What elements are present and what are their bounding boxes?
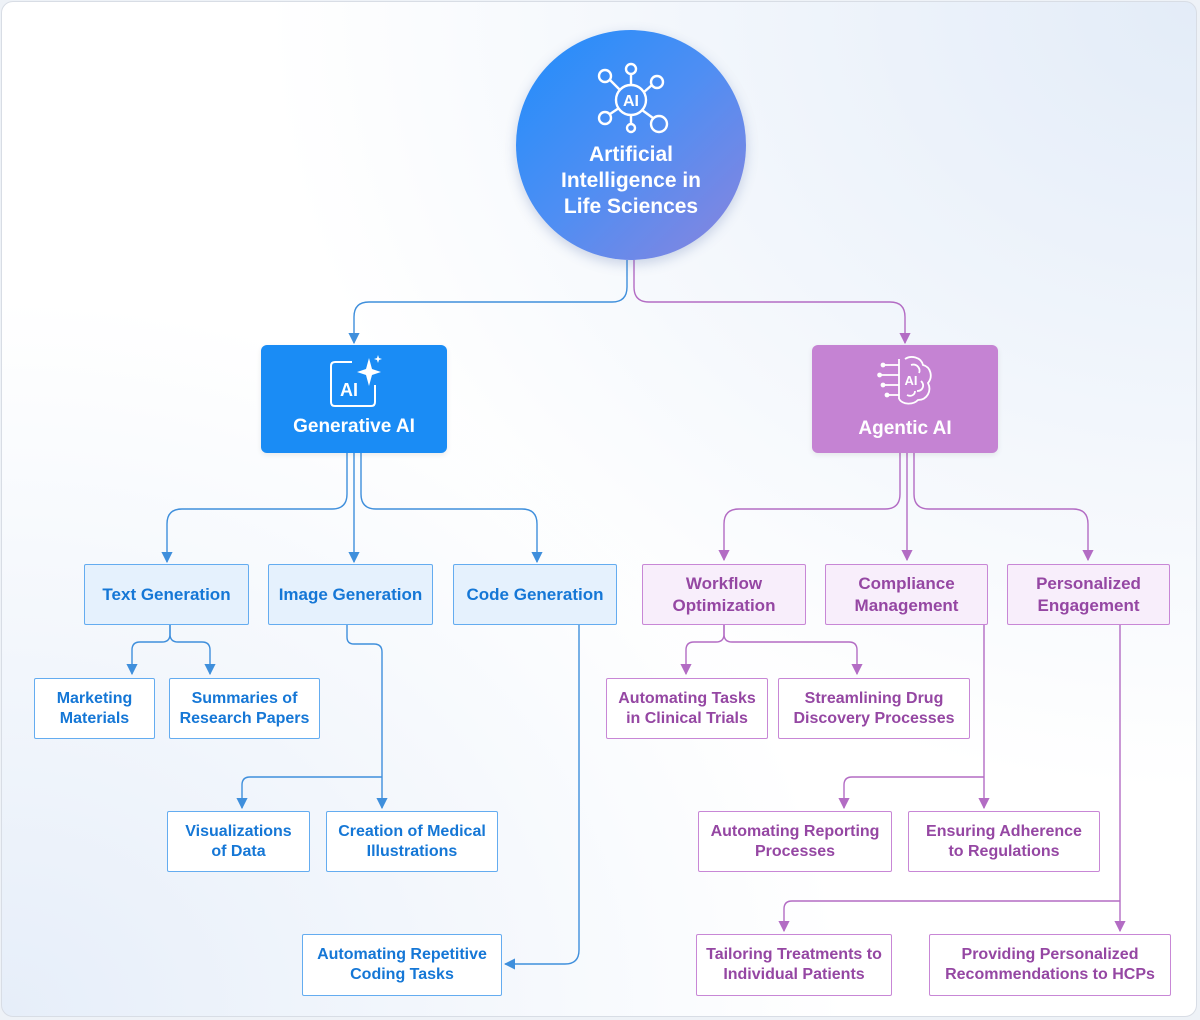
leaf-streamlining-drug-discovery[interactable]: Streamlining Drug Discovery Processes	[778, 678, 970, 739]
leaf-automating-reporting[interactable]: Automating Reporting Processes	[698, 811, 892, 872]
node-code-generation[interactable]: Code Generation	[453, 564, 617, 625]
ai-sparkle-icon: AI	[330, 355, 382, 407]
category-label: Generative AI	[293, 416, 415, 437]
node-workflow-optimization[interactable]: Workflow Optimization	[642, 564, 806, 625]
node-personalized-engagement[interactable]: Personalized Engagement	[1007, 564, 1170, 625]
root-node: AI Artificial Intelligence in Life Scien…	[516, 30, 746, 260]
link-compliance-reporting	[838, 776, 984, 810]
link-workflow-clinical	[680, 624, 725, 676]
node-compliance-management[interactable]: Compliance Management	[825, 564, 988, 625]
root-title: Artificial Intelligence in Life Sciences	[560, 143, 702, 218]
leaf-ensuring-adherence[interactable]: Ensuring Adherence to Regulations	[908, 811, 1100, 872]
leaf-automating-clinical-trials[interactable]: Automating Tasks in Clinical Trials	[606, 678, 768, 739]
root-icon-text: AI	[623, 93, 639, 110]
link-text-summaries	[169, 624, 216, 676]
leaf-personalized-recommendations[interactable]: Providing Personalized Recommendations t…	[929, 934, 1171, 996]
link-image-visual	[236, 776, 382, 810]
leaf-visualizations-of-data[interactable]: Visualizations of Data	[167, 811, 310, 872]
link-text-marketing	[126, 624, 171, 676]
agentic-icon-text: AI	[905, 373, 918, 388]
link-gen-code	[360, 453, 543, 564]
link-workflow-drug	[723, 624, 863, 676]
leaf-medical-illustrations[interactable]: Creation of Medical Illustrations	[326, 811, 498, 872]
node-text-generation[interactable]: Text Generation	[84, 564, 249, 625]
generative-icon-text: AI	[340, 380, 358, 400]
link-root-generative	[348, 260, 628, 345]
ai-brain-icon: AI	[877, 356, 932, 405]
ai-network-icon: AI	[597, 62, 669, 134]
leaf-marketing-materials[interactable]: Marketing Materials	[34, 678, 155, 739]
link-personal-tailor	[778, 900, 1120, 933]
link-agt-workflow	[718, 453, 901, 562]
link-gen-text	[161, 453, 348, 564]
link-image-medical	[346, 624, 388, 810]
category-agentic-ai[interactable]: AI Agentic AI	[812, 345, 998, 453]
link-root-agentic	[633, 260, 911, 345]
category-label: Agentic AI	[858, 418, 952, 439]
leaf-automating-repetitive-coding[interactable]: Automating Repetitive Coding Tasks	[302, 934, 502, 996]
link-agt-personalized	[913, 453, 1094, 562]
leaf-tailoring-treatments[interactable]: Tailoring Treatments to Individual Patie…	[696, 934, 892, 996]
node-image-generation[interactable]: Image Generation	[268, 564, 433, 625]
category-generative-ai[interactable]: AI Generative AI	[261, 345, 447, 453]
leaf-summaries-research-papers[interactable]: Summaries of Research Papers	[169, 678, 320, 739]
link-code-repetitive	[503, 624, 580, 970]
